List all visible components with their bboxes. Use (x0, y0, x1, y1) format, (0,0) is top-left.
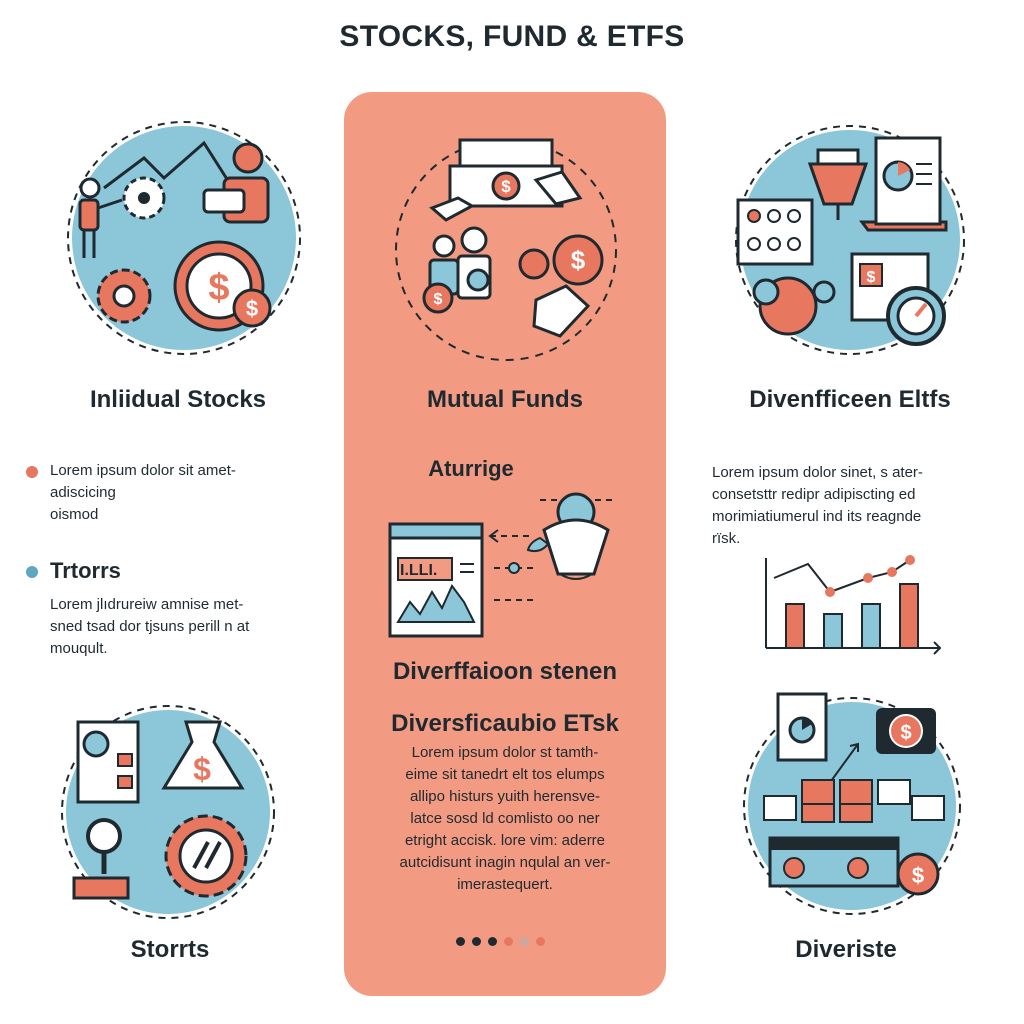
dollar-sign-icon: $ (208, 267, 229, 309)
growth-bar-chart-illustration (752, 548, 948, 660)
pager-dot[interactable] (520, 937, 529, 946)
svg-text:$: $ (193, 751, 211, 787)
bullet-blue (26, 566, 38, 578)
pager-dot[interactable] (488, 937, 497, 946)
svg-text:$: $ (900, 722, 911, 744)
storrts-heading: Storrts (130, 936, 210, 963)
diveriste-heading: Diveriste (795, 936, 897, 963)
diversified-etfs-illustration: $ (730, 120, 970, 360)
bullet-coral (26, 466, 38, 478)
stocks-research-illustration: $ (58, 702, 278, 922)
individual-stocks-text: Lorem ipsum dolor sit amet- adiscicing o… (50, 462, 236, 523)
diversification-heading: Diverffaioon stenen (392, 658, 618, 685)
left-subheading: Trtorrs (50, 558, 121, 583)
pager-dot[interactable] (536, 937, 545, 946)
svg-text:$: $ (501, 177, 511, 196)
mutual-funds-heading: Mutual Funds (427, 386, 583, 413)
fund-chart-label: I.LLI. (400, 562, 437, 579)
etf-portfolio-illustration: $ $ (740, 688, 970, 918)
pager-dot[interactable] (456, 937, 465, 946)
center-subheading: Aturrige (428, 456, 514, 481)
pager-dot[interactable] (472, 937, 481, 946)
mutual-funds-illustration: $ $ $ (386, 130, 626, 370)
page-title: STOCKS, FUND & ETFS (339, 20, 685, 53)
svg-text:$: $ (867, 269, 876, 286)
svg-text:$: $ (912, 863, 924, 888)
diversified-etfs-heading: Divenfficeen Eltfs (749, 386, 951, 413)
diversification-etsk-heading: Diversficaubio ETsk (391, 710, 619, 737)
fund-chart-illustration: I.LLI. (384, 490, 634, 640)
svg-text:$: $ (246, 296, 258, 321)
individual-stocks-illustration: $ $ (64, 118, 304, 358)
individual-stocks-heading: Inliidual Stocks (89, 386, 267, 413)
left-paragraph: Lorem jlıdrureiw amnise met- sned tsad d… (50, 596, 250, 657)
pager-dot[interactable] (504, 937, 513, 946)
svg-text:$: $ (434, 291, 443, 308)
svg-text:$: $ (571, 245, 586, 275)
center-paragraph: Lorem ipsum dolor st tamth- eime sit tan… (399, 744, 611, 893)
pagination-dots[interactable] (456, 937, 545, 946)
right-paragraph: Lorem ipsum dolor sinet, s ater- consets… (712, 464, 923, 547)
